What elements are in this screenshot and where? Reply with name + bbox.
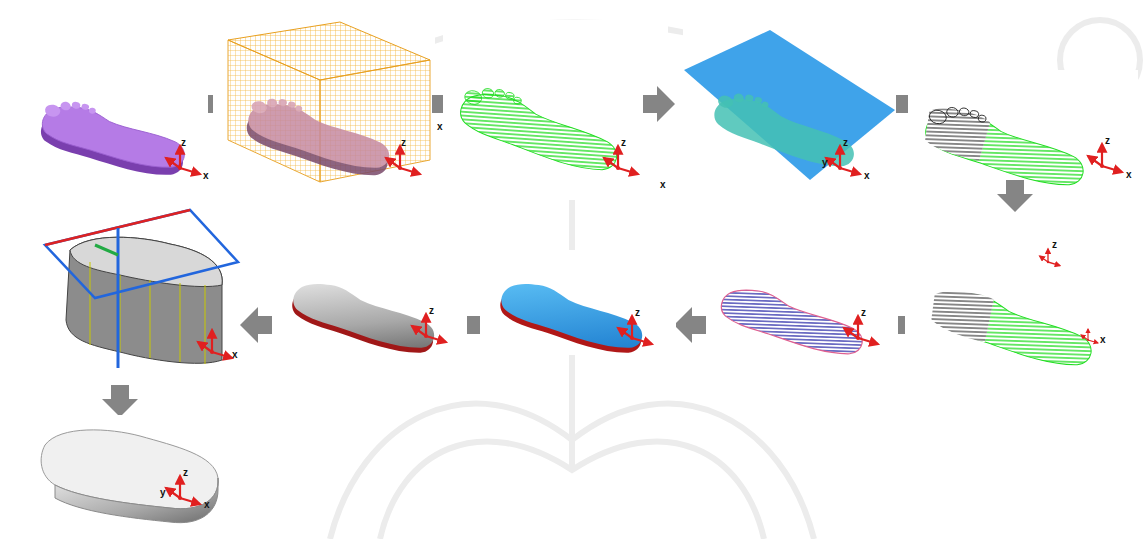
axis-label: z (1105, 136, 1110, 146)
axis-label: z (181, 138, 186, 148)
axis-label: x (660, 180, 666, 190)
axis-label: x (1100, 335, 1106, 345)
axis-label: z (1052, 240, 1057, 250)
axis-label: x (203, 171, 209, 181)
axis-label: z (183, 468, 188, 478)
axis-label: x (232, 350, 238, 360)
axis-label: z (621, 138, 626, 148)
axis-label: x (1126, 170, 1132, 180)
axis-label: z (429, 306, 434, 316)
axis-label: z (861, 308, 866, 318)
axis-label: z (635, 308, 640, 318)
axis-label: z (843, 138, 848, 148)
axis-label: x (864, 171, 870, 181)
axis-label: x (204, 500, 210, 510)
axis-label: x (437, 122, 443, 132)
axis-label: z (401, 138, 406, 148)
axis-label: y (822, 158, 828, 168)
axis-label: y (160, 488, 166, 498)
